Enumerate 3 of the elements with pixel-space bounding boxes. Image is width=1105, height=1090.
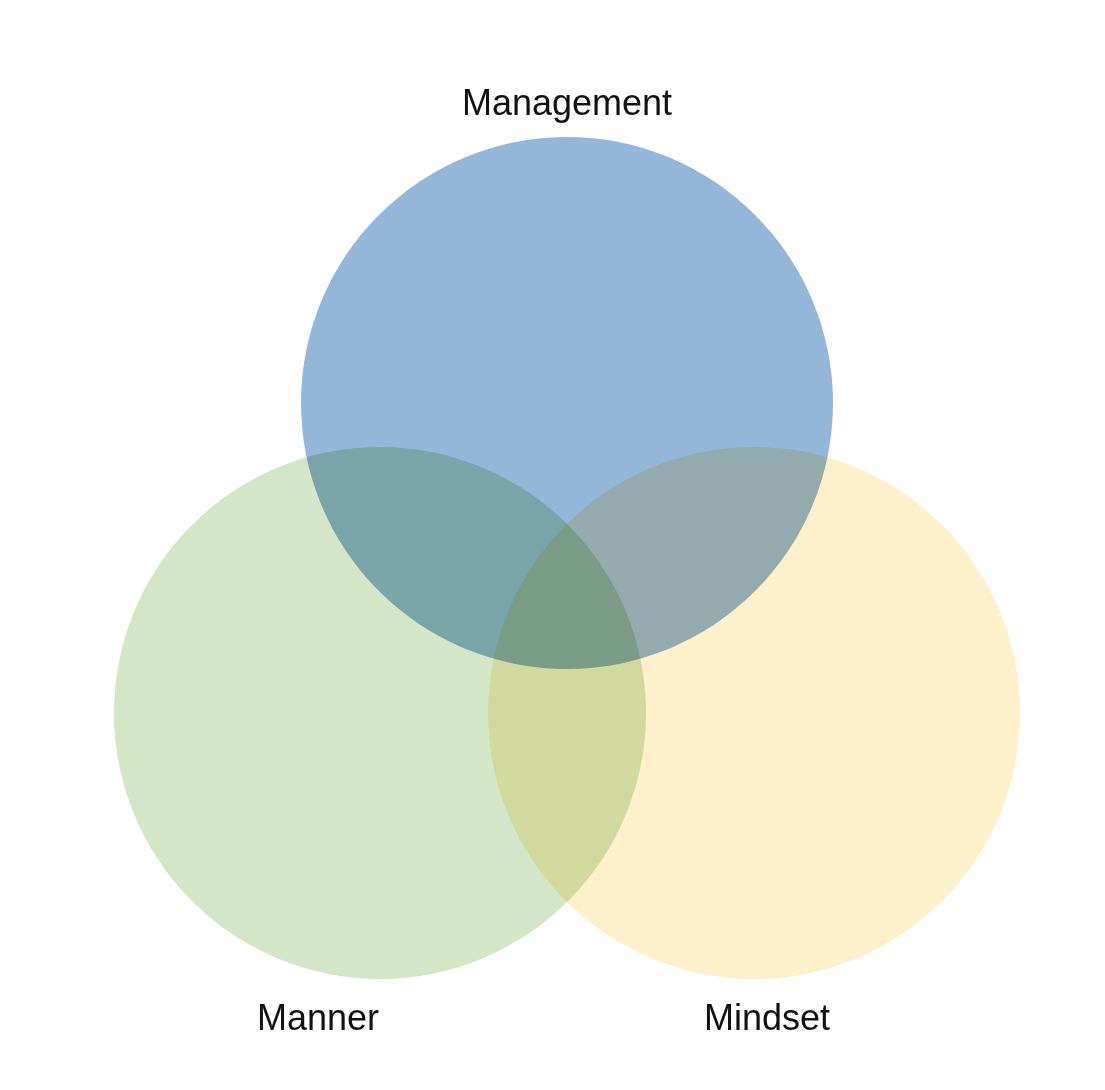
circle-label: Mindset [703,997,831,1039]
circle-label: Management [461,82,673,124]
circle-label: Manner [256,997,380,1039]
